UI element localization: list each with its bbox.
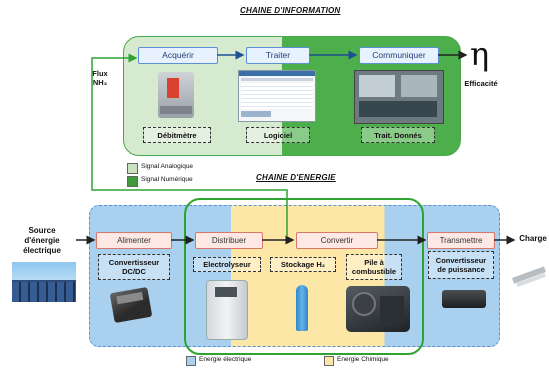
convertisseur-puissance-label: Convertisseur de puissance (428, 251, 494, 279)
alimenter-box: Alimenter (96, 232, 172, 249)
debitmetre-label: Débitmètre (143, 127, 211, 143)
legend-analog-swatch (127, 163, 138, 174)
hydrogen-tank-image (296, 285, 308, 331)
pile-label: Pile à combustible (346, 254, 402, 280)
efficacite-label: Efficacité (464, 79, 498, 88)
pile-line1: Pile à (364, 258, 384, 267)
power-converter-image (442, 290, 486, 308)
trait-donnes-label: Trait. Donnés (361, 127, 435, 143)
charge-label: Charge (519, 234, 547, 243)
source-line2: d'énergie (24, 236, 60, 245)
legend-electrique-label: Energie électrique (199, 356, 252, 363)
pile-line2: combustible (351, 267, 397, 276)
arrow-flux-nh3 (91, 53, 288, 236)
legend-chimique-label: Energie Chimique (337, 356, 389, 363)
info-chain-title: CHAINE D'INFORMATION (240, 6, 341, 15)
legend-numeric-swatch (127, 176, 138, 187)
convertisseur-dcdc-line1: Convertisseur (108, 258, 160, 267)
convertisseur-puissance-line2: de puissance (437, 265, 485, 274)
logiciel-label: Logiciel (246, 127, 310, 143)
source-line3: électrique (23, 246, 61, 255)
legend-numeric-label: Signal Numérique (141, 176, 193, 183)
flux-label-line1: Flux (92, 69, 108, 78)
convertisseur-dcdc-line2: DC/DC (122, 267, 146, 276)
legend-analog-label: Signal Analogique (141, 163, 194, 170)
source-line1: Source (28, 226, 56, 235)
software-screenshot (238, 70, 316, 122)
fuel-cell-image (346, 286, 410, 332)
electrolyser-image (206, 280, 248, 340)
electrolyseur-label: Electrolyseur (193, 257, 261, 272)
convertisseur-puissance-line1: Convertisseur (435, 256, 487, 265)
stockage-label: Stockage H₂ (270, 257, 336, 272)
energy-chain-title: CHAINE D'ENERGIE (256, 173, 336, 182)
legend-chimique-swatch (324, 356, 334, 366)
energy-green-frame (184, 198, 424, 355)
data-treatment-image (354, 70, 444, 124)
convertisseur-dcdc-label: Convertisseur DC/DC (98, 254, 170, 280)
solar-panels-image (12, 262, 76, 302)
flowmeter-image (158, 72, 194, 118)
legend-electrique-swatch (186, 356, 196, 366)
energy-chain-panel (89, 205, 500, 347)
flux-label-line2: NH₃ (92, 78, 108, 87)
eta-symbol: η (470, 35, 490, 73)
